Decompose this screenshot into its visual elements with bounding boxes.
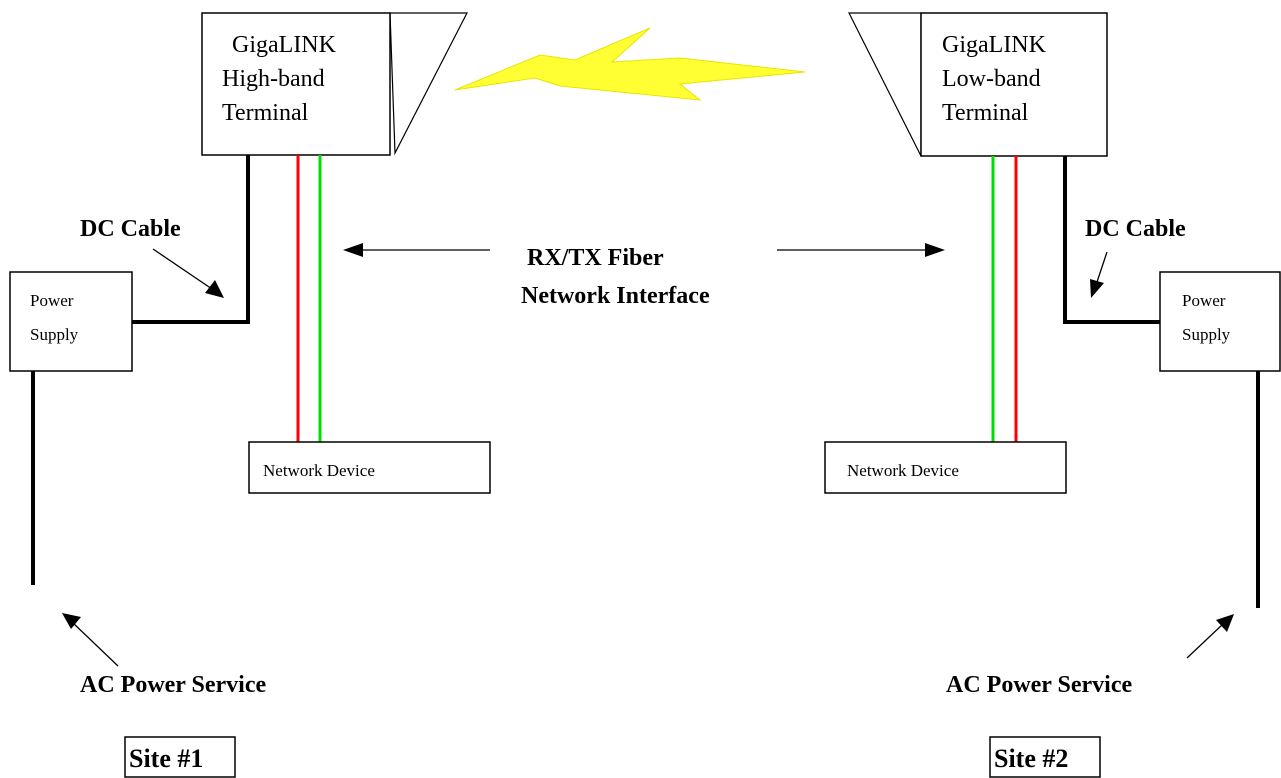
site2-label: Site #2 (994, 744, 1068, 773)
site1-dc-cable-arrow (152, 248, 213, 290)
site1-network-device-label: Network Device (263, 461, 375, 480)
site1-terminal-line-2: High-band (222, 66, 325, 92)
site1-group: GigaLINK High-band Terminal DC Cable Pow… (9, 12, 491, 778)
site1-dc-cable (132, 155, 250, 324)
site2-power-supply-line-1: Power (1182, 291, 1226, 310)
site1-power-supply-line-1: Power (30, 291, 74, 310)
site1-terminal-line-3: Terminal (222, 100, 309, 126)
site2-dc-cable-arrow (1096, 251, 1108, 283)
site2-power-supply-box (1159, 271, 1281, 372)
site2-dc-cable-arrowhead (1090, 279, 1104, 298)
site2-label-box (989, 736, 1101, 778)
fiber-right-arrowhead (925, 243, 945, 257)
site1-power-supply-box (9, 271, 133, 372)
site1-power-supply-line-2: Supply (30, 325, 79, 344)
site1-antenna (389, 12, 468, 156)
site1-terminal-line-1: GigaLINK (232, 32, 337, 58)
site1-label: Site #1 (129, 744, 203, 773)
site1-network-device-box (248, 441, 491, 494)
site1-ac-power-arrow (71, 621, 119, 667)
site2-terminal-box (920, 12, 1108, 157)
site2-network-device-label: Network Device (847, 461, 959, 480)
site1-dc-cable-label: DC Cable (80, 216, 181, 242)
site1-ac-power-arrowhead (62, 613, 81, 629)
fiber-left-arrowhead (343, 243, 363, 257)
site2-antenna (848, 12, 922, 157)
fiber-interface-label-group: RX/TX Fiber Network Interface (343, 243, 945, 309)
site2-terminal-line-1: GigaLINK (942, 32, 1047, 58)
site1-ac-power-label: AC Power Service (80, 672, 267, 698)
site2-terminal-line-3: Terminal (942, 100, 1029, 126)
site2-ac-power-label: AC Power Service (946, 672, 1133, 698)
lightning-bolt-icon (454, 27, 806, 101)
site2-power-supply-line-2: Supply (1182, 325, 1231, 344)
site1-terminal-box (201, 12, 391, 156)
site2-ac-power-arrow (1186, 623, 1224, 659)
site2-dc-cable-label: DC Cable (1085, 216, 1186, 242)
fiber-label-line-1: RX/TX Fiber (527, 245, 664, 271)
site2-group: GigaLINK Low-band Terminal DC Cable Powe… (824, 12, 1281, 778)
site1-label-box (124, 736, 236, 778)
site2-dc-cable (1063, 156, 1160, 324)
site1-dc-cable-arrowhead (205, 280, 224, 298)
site2-terminal-line-2: Low-band (942, 66, 1041, 92)
site2-ac-power-arrowhead (1216, 614, 1234, 632)
site2-network-device-box (824, 441, 1067, 494)
fiber-label-line-2: Network Interface (521, 283, 710, 309)
